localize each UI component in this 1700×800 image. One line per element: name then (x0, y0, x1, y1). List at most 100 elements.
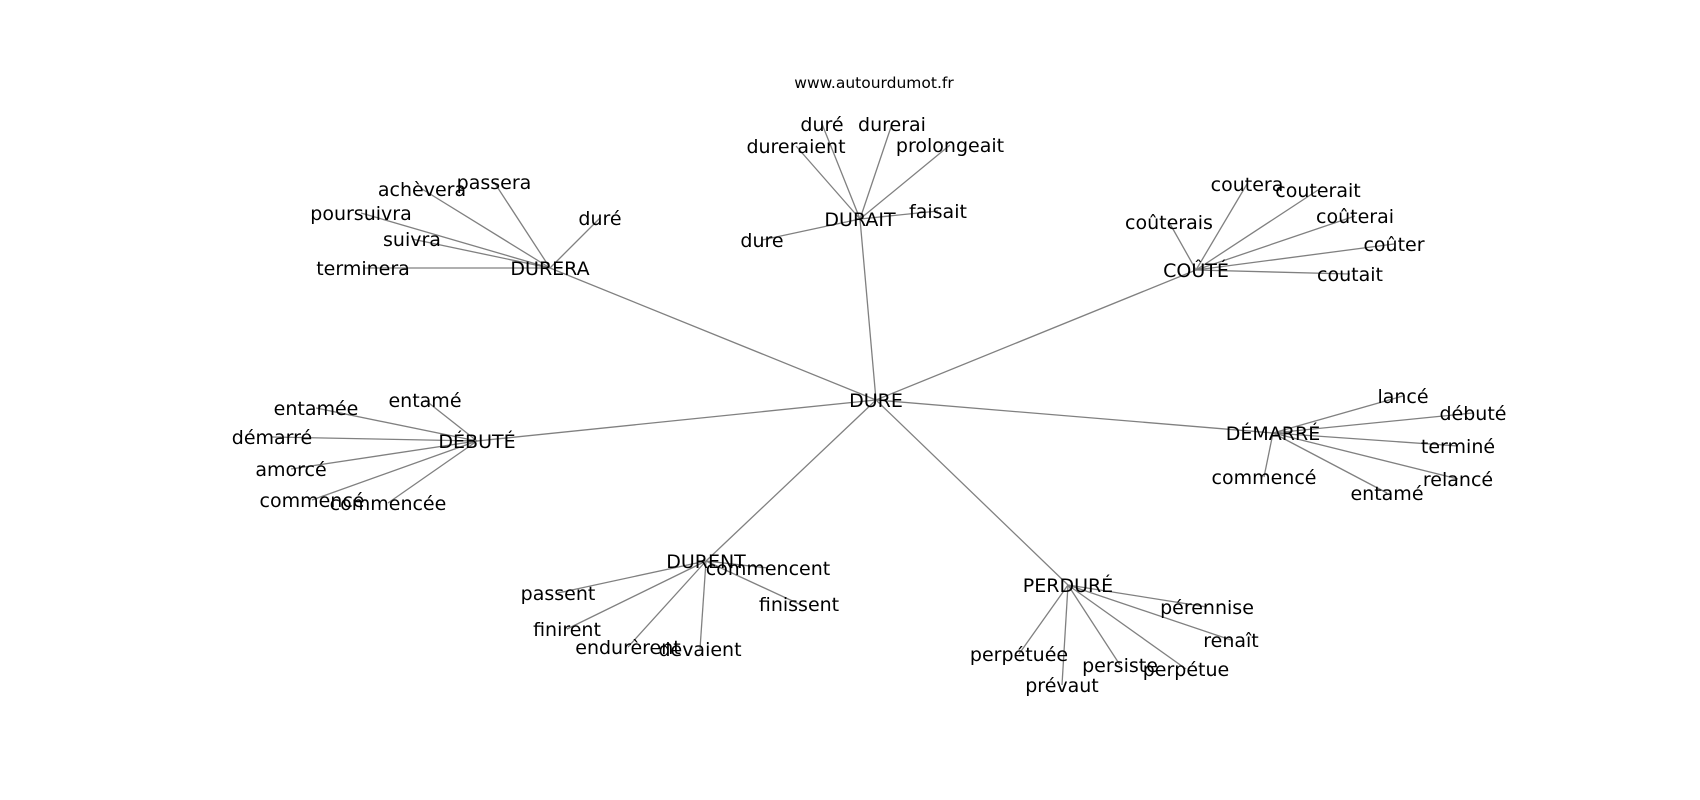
edge-hub-word (795, 145, 861, 220)
edge-hub-word (1067, 584, 1208, 608)
hub-node-label: DURENT (666, 551, 746, 573)
edge-center-hub (875, 399, 1069, 586)
edge-hub-word (1272, 412, 1474, 434)
word-node-label: passent (521, 583, 596, 605)
edge-hub-word (699, 560, 707, 650)
edge-hub-word (557, 560, 707, 594)
word-node-label: finissent (759, 594, 839, 616)
edge-hub-word (1195, 243, 1395, 271)
edge-hub-word (271, 436, 478, 442)
word-node-label: coûterais (1125, 212, 1213, 234)
word-node-label: dureraient (746, 136, 845, 158)
hub-node-label: DÉMARRÉ (1226, 422, 1320, 445)
edge-center-hub (549, 267, 877, 401)
word-node-label: suivra (383, 229, 441, 251)
word-node-label: duré (800, 114, 843, 136)
word-node-label: prolongeait (896, 135, 1004, 157)
edge-hub-word (311, 440, 478, 501)
word-node-label: couterait (1275, 180, 1360, 202)
word-node-label: débuté (1440, 403, 1507, 425)
edge-hub-word (549, 217, 601, 269)
word-node-label: passera (457, 172, 532, 194)
edge-center-hub (875, 399, 1274, 434)
edge-hub-word (705, 560, 800, 605)
word-node-label: entamée (274, 398, 359, 420)
edge-center-hub (705, 399, 877, 562)
word-node-label: coutera (1211, 174, 1284, 196)
edge-hub-word (566, 560, 707, 630)
graph-nodes: DURE DURAIT duré durerai dureraient prolongea… (232, 114, 1507, 697)
edge-hub-word (315, 407, 478, 442)
word-node-label: terminera (316, 258, 410, 280)
hub-node-label: PERDURÉ (1023, 574, 1113, 597)
word-node-label: dure (740, 230, 783, 252)
word-node-label: poursuivra (310, 203, 411, 225)
word-node-label: amorcé (255, 459, 326, 481)
hub-node-label: COÛTÉ (1163, 258, 1229, 282)
edge-hub-word (1263, 432, 1274, 478)
edge-hub-word (1272, 432, 1459, 480)
hub-node-label: DURERA (510, 258, 589, 280)
edge-hub-word (1168, 221, 1197, 271)
edge-hub-word (1272, 432, 1459, 447)
edge-hub-word (1272, 432, 1388, 494)
word-node-label: durerai (858, 114, 926, 136)
graph-edges (271, 123, 1474, 686)
edge-center-hub (476, 399, 877, 442)
edge-hub-word (421, 188, 551, 269)
word-node-label: commencée (330, 493, 447, 515)
word-node-label: lancé (1377, 386, 1428, 408)
edge-hub-word (859, 144, 951, 220)
hub-node-label: DURAIT (824, 209, 896, 231)
edge-hub-word (859, 210, 939, 220)
edge-hub-word (1195, 269, 1351, 275)
edge-hub-word (1018, 584, 1069, 655)
word-node-label: finirent (533, 619, 601, 641)
site-label: www.autourdumot.fr (794, 74, 954, 92)
word-node-label: endurèrent (575, 637, 681, 659)
edge-hub-word (424, 399, 478, 442)
hub-node-label: DÉBUTÉ (438, 430, 515, 453)
edge-hub-word (1195, 183, 1248, 271)
word-node-label: coûter (1363, 234, 1424, 256)
word-node-label: renaît (1203, 630, 1259, 652)
word-node-label: perpétue (1143, 659, 1230, 681)
edge-hub-word (1195, 215, 1356, 271)
word-node-label: duré (578, 208, 621, 230)
edge-hub-word (821, 123, 861, 220)
edge-hub-word (1061, 584, 1069, 686)
word-node-label: devaient (658, 639, 741, 661)
word-node-label: relancé (1423, 469, 1493, 491)
edge-hub-word (1195, 189, 1319, 271)
edge-hub-word (290, 440, 478, 470)
word-node-label: commencent (706, 558, 830, 580)
center-node-label: DURE (849, 390, 903, 412)
edge-hub-word (627, 560, 707, 648)
word-node-label: coutait (1317, 264, 1383, 286)
word-node-label: faisait (909, 201, 967, 223)
edge-hub-word (1067, 584, 1187, 670)
word-node-label: coûterai (1316, 206, 1394, 228)
word-node-label: achèvera (378, 179, 466, 201)
edge-hub-word (1067, 584, 1232, 641)
edge-hub-word (493, 181, 551, 269)
word-node-label: entamé (388, 390, 461, 412)
word-node-label: commencé (260, 490, 365, 512)
edge-hub-word (705, 560, 769, 569)
edge-hub-word (387, 440, 478, 504)
edge-hub-word (411, 238, 551, 269)
edge-hub-word (761, 218, 861, 241)
word-node-label: perpétuée (970, 644, 1068, 666)
word-node-label: commencé (1212, 467, 1317, 489)
word-node-label: démarré (232, 427, 312, 449)
word-node-label: entamé (1350, 483, 1423, 505)
edge-hub-word (1067, 584, 1121, 666)
word-node-label: terminé (1421, 436, 1495, 458)
edge-hub-word (859, 123, 893, 220)
edge-center-hub (859, 218, 877, 401)
edge-hub-word (360, 212, 551, 269)
word-node-label: persiste (1082, 655, 1158, 677)
word-node-label: prévaut (1025, 675, 1099, 697)
edge-center-hub (875, 269, 1197, 401)
